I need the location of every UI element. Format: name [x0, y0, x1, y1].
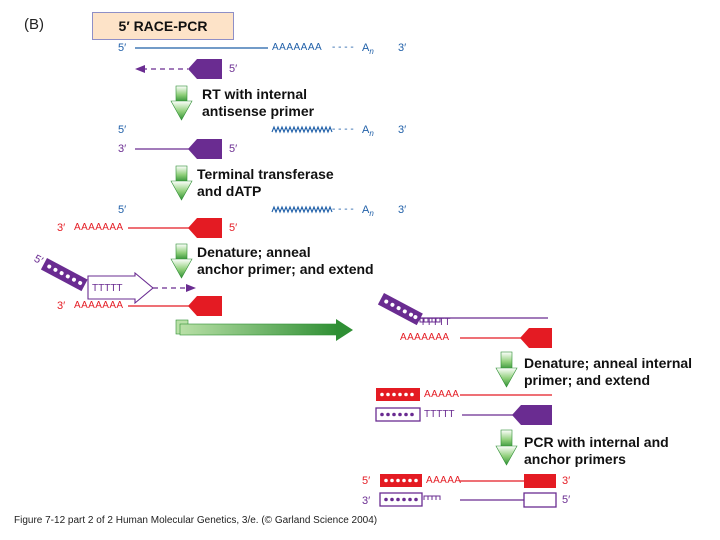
row1-polyA: AAAAAAA — [272, 42, 323, 53]
row2-cdna-3prime: 3′ — [118, 143, 127, 155]
final-3prime-red: 3′ — [562, 475, 571, 487]
right-polyT-2: TTTTT — [424, 409, 455, 420]
panel-label: (B) — [24, 16, 44, 33]
internal-antisense-primer-2 — [188, 139, 222, 159]
right-polyT-1: TTTTT — [420, 317, 451, 328]
row1-5prime: 5′ — [118, 42, 127, 54]
step5-label-line2: anchor primers — [524, 451, 626, 467]
step5-label-line1: PCR with internal and — [524, 434, 669, 450]
row3-3prime: 3′ — [398, 204, 407, 216]
step3-label-line1: Denature; anneal — [197, 244, 311, 260]
row3-An: An — [362, 204, 374, 219]
row2-primer-5prime: 5′ — [229, 143, 238, 155]
final-5prime: 5′ — [362, 475, 371, 487]
row1-An: An — [362, 42, 374, 57]
figure-caption: Figure 7-12 part 2 of 2 Human Molecular … — [14, 515, 378, 526]
row1-dashes: - - - - — [332, 42, 354, 53]
internal-primer-end-outline — [523, 492, 557, 508]
step-arrow-2 — [170, 165, 193, 201]
primer-red-4 — [188, 296, 222, 316]
internal-primer-purple-5 — [512, 405, 552, 425]
step-arrow-5 — [495, 429, 518, 466]
polyT-teeth-final — [423, 495, 441, 500]
row2-5prime: 5′ — [118, 124, 127, 136]
extension-hollow-arrow — [87, 271, 154, 305]
step4-label-line1: Denature; anneal internal — [524, 355, 693, 371]
step1-label-line1: RT with internal — [202, 86, 307, 102]
final-3prime: 3′ — [362, 495, 371, 507]
anchor-primer-outline-2 — [379, 492, 423, 507]
mrna-strand-wavy-3 — [271, 205, 333, 214]
row3-3prime: 3′ — [57, 222, 66, 234]
step-arrow-4 — [495, 351, 518, 388]
final-5prime-purple: 5′ — [562, 494, 571, 506]
mrna-strand-wavy-2 — [271, 125, 333, 134]
step2-label-line1: Terminal transferase — [197, 166, 334, 182]
anchor-primer-1 — [40, 258, 88, 292]
step3-label-line2: anchor primer; and extend — [197, 261, 374, 277]
step-arrow-horizontal — [175, 319, 353, 341]
right-polyA-1: AAAAAAA — [400, 332, 450, 343]
row4-polyT: TTTTT — [92, 283, 123, 294]
anchor-primer-red-2 — [380, 474, 422, 487]
row3-dashes: - - - - — [332, 204, 354, 215]
row3-5prime: 5′ — [118, 204, 127, 216]
diagram-title: 5′ RACE-PCR — [92, 12, 234, 40]
row2-An: An — [362, 124, 374, 139]
row2-dashes: - - - - — [332, 124, 354, 135]
row3-primer-5prime: 5′ — [229, 222, 238, 234]
anchor-primer-2 — [377, 293, 423, 326]
right-polyA-2: AAAAA — [424, 389, 460, 400]
row3-polyA: AAAAAAA — [74, 222, 124, 233]
row1-primer-5prime: 5′ — [229, 63, 238, 75]
anchor-primer-red-1 — [376, 388, 420, 401]
anchor-primer-outline-1 — [375, 407, 421, 422]
internal-primer-end-red — [524, 474, 556, 488]
row4-3prime: 3′ — [57, 300, 66, 312]
row2-3prime: 3′ — [398, 124, 407, 136]
primer-red-3 — [188, 218, 222, 238]
row4-polyA: AAAAAAA — [74, 300, 124, 311]
final-polyA: AAAAA — [426, 475, 462, 486]
arrowhead-right-4 — [186, 284, 196, 292]
row1-3prime: 3′ — [398, 42, 407, 54]
primer-red-right — [520, 328, 552, 348]
step4-label-line2: primer; and extend — [524, 372, 651, 388]
polyT-teeth-2 — [419, 318, 441, 323]
step2-label-line2: and dATP — [197, 183, 262, 199]
step-arrow-3 — [170, 243, 193, 279]
internal-antisense-primer-1 — [188, 59, 222, 79]
step1-label-line2: antisense primer — [202, 103, 315, 119]
step-arrow-1 — [170, 85, 193, 121]
arrowhead-left-1 — [135, 65, 145, 73]
